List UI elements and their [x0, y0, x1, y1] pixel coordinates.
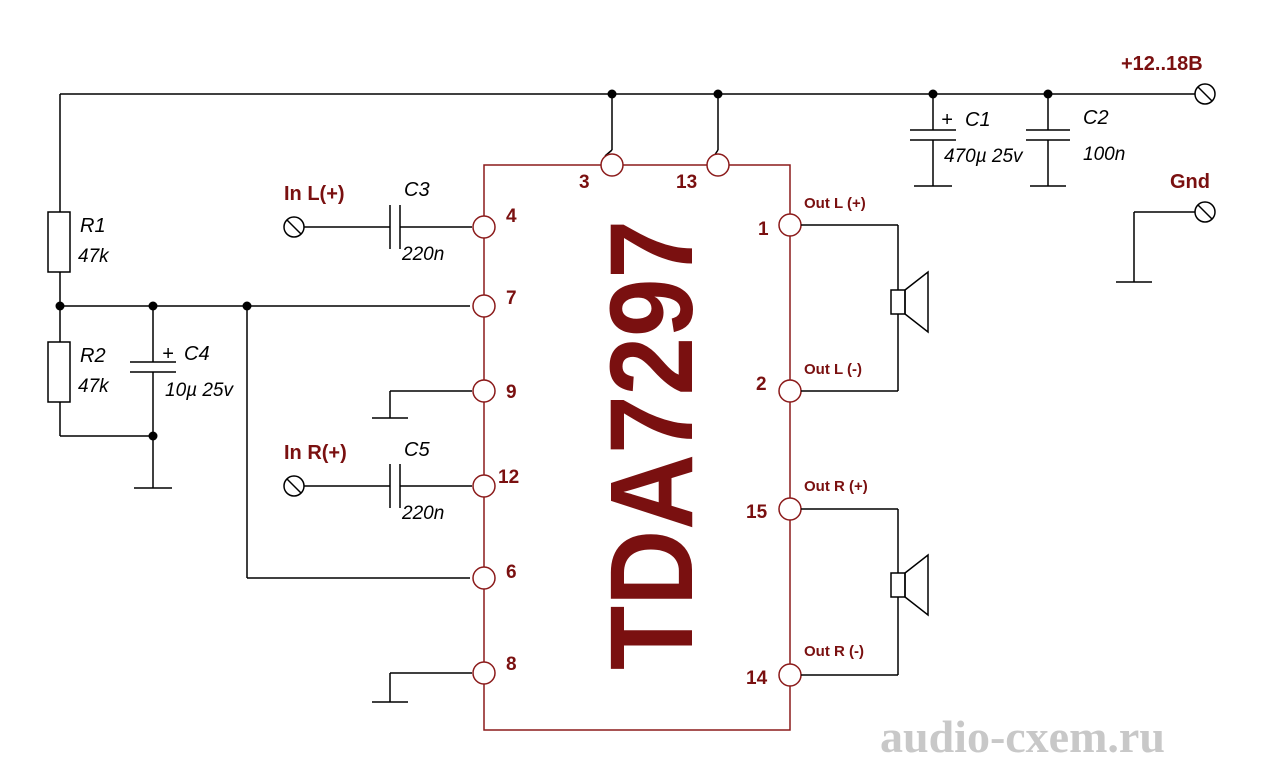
pin-9 [472, 379, 496, 403]
pin-number-7: 7 [506, 288, 517, 309]
pin-number-12: 12 [498, 467, 519, 488]
c2-value: 100n [1083, 144, 1125, 165]
input-l-terminal[interactable] [283, 216, 305, 238]
watermark: audio-cxem.ru [880, 711, 1165, 762]
pin-12 [472, 474, 496, 498]
input-r-terminal[interactable] [283, 475, 305, 497]
junction-dot [713, 89, 723, 99]
c1-ref: C1 [965, 109, 991, 131]
pin-14 [778, 663, 802, 687]
supply-label: +12..18B [1121, 53, 1203, 75]
pin6-wire [246, 306, 470, 579]
capacitor-c2 [1026, 94, 1070, 187]
pin-number-2: 2 [756, 374, 767, 395]
out-r-minus-label: Out R (-) [804, 643, 864, 660]
supply-rail [59, 89, 1195, 212]
chip-name: TDA7297 [586, 220, 718, 670]
input-r-label: In R(+) [284, 442, 347, 464]
gnd-wire [1116, 211, 1195, 283]
pin-number-6: 6 [506, 562, 517, 583]
out-l-minus-label: Out L (-) [804, 361, 862, 378]
pin-2 [778, 379, 802, 403]
speaker-left-wires [801, 224, 899, 392]
junction-dot [55, 301, 65, 311]
ic-body [483, 164, 791, 731]
pin9-ground [372, 390, 472, 419]
r2-ref: R2 [80, 345, 106, 367]
junction-dot [148, 431, 158, 441]
resistor-r2 [47, 341, 153, 437]
speaker-left-icon [890, 270, 929, 334]
pin-3 [600, 153, 624, 177]
pin-7 [472, 294, 496, 318]
pin-number-15: 15 [746, 502, 768, 523]
capacitor-c5 [304, 464, 472, 508]
capacitor-c3 [304, 205, 472, 249]
pin7-wire [55, 301, 470, 311]
capacitor-c1 [910, 94, 956, 187]
pin-number-9: 9 [506, 382, 517, 403]
c5-ref: C5 [404, 439, 430, 461]
pin-13 [706, 153, 730, 177]
gnd-label: Gnd [1170, 171, 1210, 193]
r2-value: 47k [78, 376, 110, 397]
pin-15 [778, 497, 802, 521]
pin-1 [778, 213, 802, 237]
pin-6 [472, 566, 496, 590]
input-l-label: In L(+) [284, 183, 345, 205]
resistor-r1 [47, 211, 71, 342]
c4-ref: C4 [184, 343, 210, 365]
gnd-terminal[interactable] [1194, 201, 1216, 223]
capacitor-c4 [130, 306, 176, 489]
r1-value: 47k [78, 246, 110, 267]
r1-ref: R1 [80, 215, 106, 237]
speaker-right-icon [890, 553, 929, 617]
out-l-plus-label: Out L (+) [804, 195, 866, 212]
pin-8 [472, 661, 496, 685]
pin8-ground [372, 672, 472, 703]
pin-4 [472, 215, 496, 239]
c5-value: 220n [401, 503, 444, 524]
supply-terminal[interactable] [1194, 83, 1216, 105]
junction-dot [607, 89, 617, 99]
speaker-right-wires [801, 508, 899, 676]
c4-polarity: + [162, 343, 174, 365]
pin-number-1: 1 [758, 219, 769, 240]
c1-value: 470µ 25v [944, 146, 1024, 167]
c3-value: 220n [401, 244, 444, 265]
c2-ref: C2 [1083, 107, 1109, 129]
c4-value: 10µ 25v [165, 380, 234, 401]
out-r-plus-label: Out R (+) [804, 478, 868, 495]
pin-number-3: 3 [579, 172, 590, 193]
c1-polarity: + [941, 109, 953, 131]
pin-number-4: 4 [506, 206, 517, 227]
pin-number-8: 8 [506, 654, 517, 675]
pin-number-13: 13 [676, 172, 697, 193]
c3-ref: C3 [404, 179, 430, 201]
pin-number-14: 14 [746, 668, 768, 689]
